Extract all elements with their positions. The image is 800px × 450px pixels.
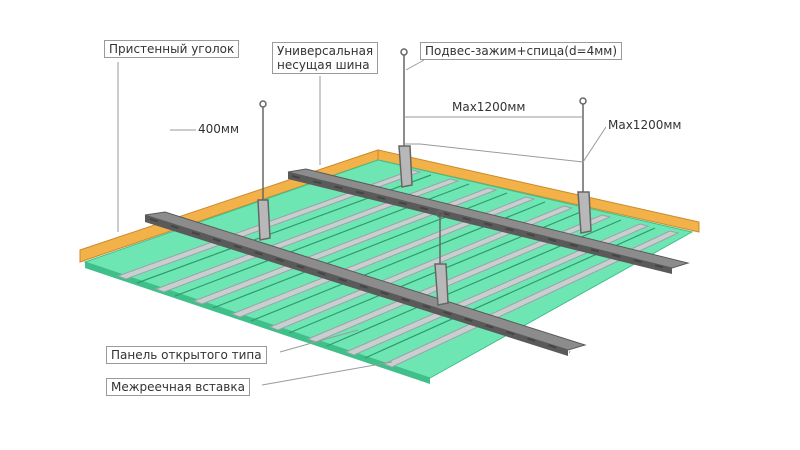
carrier-rail-back: [287, 168, 690, 274]
leader-panel: [279, 329, 359, 353]
hanger-label: Подвес-зажим+спица(d=4мм): [425, 44, 618, 58]
strip: [344, 223, 650, 356]
dim-rail-spacing-label: Max1200мм: [606, 118, 684, 132]
dim-hanger-spacing-label: Max1200мм: [450, 100, 528, 114]
insert-label: Межреечная вставка: [111, 380, 245, 394]
callout-hanger: Подвес-зажим+спица(d=4мм): [420, 42, 623, 60]
panel-front-edge: [85, 262, 430, 384]
hanger-3: [577, 97, 592, 234]
hanger-1: [257, 100, 271, 241]
leader-hanger: [405, 59, 425, 71]
carrier-rail-front: [144, 211, 587, 356]
leader-lines: [117, 59, 607, 386]
panel-strips: [116, 169, 680, 368]
strip: [154, 178, 460, 293]
strip: [382, 230, 680, 368]
hanger-spacing-value: Max1200мм: [452, 100, 526, 114]
wall-angle-label: Пристенный уголок: [109, 42, 235, 56]
strip: [268, 205, 574, 331]
callout-panel: Панель открытого типа: [106, 346, 267, 364]
hanger-2: [398, 48, 413, 188]
callout-carrier-rail: Универсальная несущая шина: [272, 42, 379, 74]
panel-label: Панель открытого типа: [111, 348, 262, 362]
strip: [230, 196, 536, 318]
strip: [306, 214, 612, 343]
dim-panel-spacing: 400мм: [196, 122, 242, 136]
leader-insert: [261, 361, 393, 386]
rail-spacing-value: Max1200мм: [608, 118, 682, 132]
carrier-rail-label-2: несущая шина: [277, 58, 370, 72]
panel-spacing-label: 400мм: [198, 122, 240, 136]
strip: [192, 187, 498, 305]
callout-insert: Межреечная вставка: [106, 378, 250, 396]
hanger-4: [434, 210, 449, 306]
carrier-rail-label-1: Универсальная: [277, 44, 374, 58]
callout-wall-angle: Пристенный уголок: [104, 40, 240, 58]
dim-rail-spacing: [404, 126, 607, 163]
